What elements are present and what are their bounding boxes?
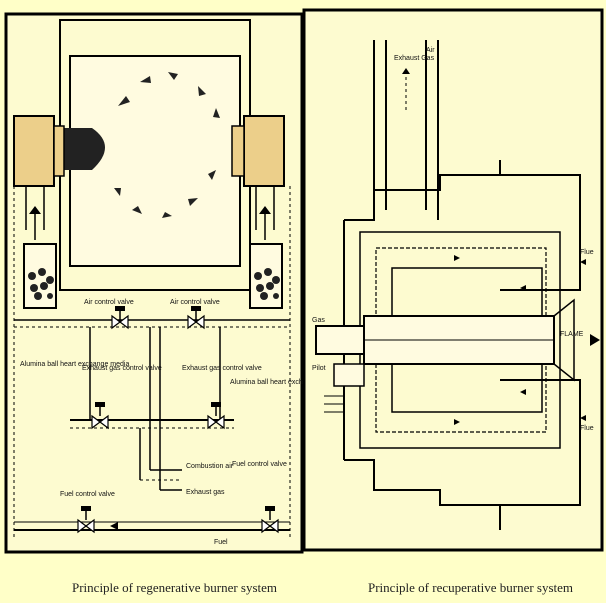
right-burner-block: [243, 115, 285, 187]
gas-inlet: [315, 325, 365, 355]
right-fuel-control-valve: [261, 506, 279, 534]
left-alumina-balls: [28, 268, 54, 300]
caption-regenerative: Principle of regenerative burner system: [72, 580, 277, 595]
label-flue-bottom: Flue: [580, 425, 594, 432]
label-air-right: Air: [426, 47, 435, 54]
regenerative-burner-diagram: Air control valve Air control valve Exha…: [4, 12, 339, 595]
label-exhaust-gas-control-valve-left: Exhaust gas control valve: [82, 365, 162, 372]
burner-body-bottom: [344, 379, 581, 506]
burner-body-top: [344, 174, 581, 291]
label-alumina-ball-right: Alumina ball heart exchange media: [230, 379, 339, 386]
label-flame: FLAME: [560, 331, 584, 338]
label-alumina-ball-left: Alumina ball heart exchange media: [20, 361, 129, 368]
right-air-control-valve: [187, 306, 205, 330]
caption-recuperative: Principle of recuperative burner system: [368, 580, 573, 595]
label-exhaust-gas-right: Exhaust Gas: [394, 55, 435, 62]
right-alumina-balls: [254, 268, 280, 300]
label-air-control-valve-left: Air control valve: [84, 299, 134, 306]
right-exhaust-gas-control-valve: [207, 402, 225, 430]
label-air-control-valve-right: Air control valve: [170, 299, 220, 306]
label-exhaust-gas: Exhaust gas: [186, 489, 225, 496]
right-burner-nozzle: [231, 125, 245, 177]
label-gas: Gas: [312, 317, 325, 324]
label-combustion-air: Combustion air: [186, 463, 234, 470]
left-up-arrow: [29, 206, 41, 214]
circulation-arrows: [114, 72, 220, 218]
left-exhaust-gas-control-valve: [91, 402, 109, 430]
left-air-control-valve: [111, 306, 129, 330]
right-up-arrow: [259, 206, 271, 214]
label-flue-top: Flue: [580, 249, 594, 256]
flame-shape: [62, 128, 105, 170]
left-burner-block: [13, 115, 55, 187]
label-pilot: Pilot: [312, 365, 326, 372]
flame-arrow: [590, 334, 600, 346]
label-exhaust-gas-control-valve-right: Exhaust gas control valve: [182, 365, 262, 372]
label-fuel: Fuel: [214, 539, 228, 546]
label-fuel-control-valve-left: Fuel control valve: [60, 491, 115, 498]
left-burner-nozzle: [53, 125, 65, 177]
recuperative-burner-diagram: Exhaust Gas Air Gas Pilot Flue FLAME Flu…: [302, 8, 604, 595]
pilot-port: [333, 363, 365, 387]
right-panel-frame: [302, 8, 604, 552]
label-fuel-control-valve-right: Fuel control valve: [232, 461, 287, 468]
left-fuel-control-valve: [77, 506, 95, 534]
